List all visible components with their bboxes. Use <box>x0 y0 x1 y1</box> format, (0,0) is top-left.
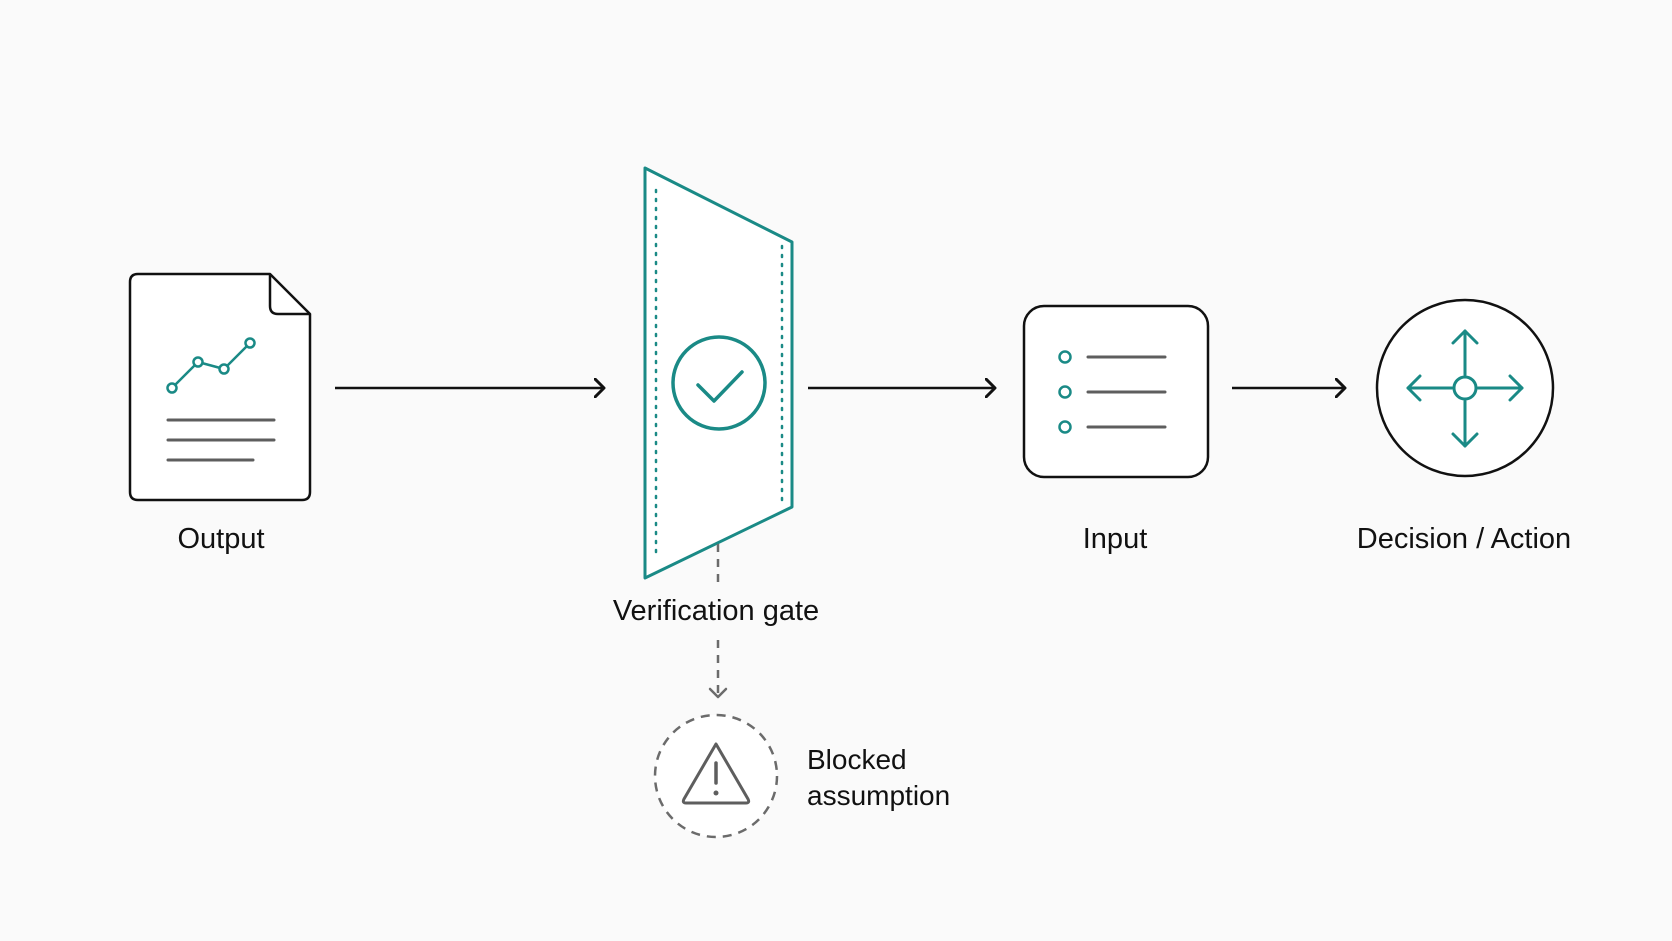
checkmark-circle-icon <box>671 335 767 431</box>
output-label: Output <box>177 523 264 555</box>
warning-triangle-icon <box>653 713 779 839</box>
four-way-arrows-icon <box>1375 298 1555 478</box>
output-node: Output <box>128 272 312 555</box>
document-chart-icon <box>128 272 312 502</box>
verification-gate-node: Verification gate <box>613 166 819 627</box>
gate-label: Verification gate <box>613 595 819 627</box>
input-node: Input <box>1022 304 1210 555</box>
blocked-label-line1: Blocked <box>807 744 907 775</box>
bullet-list-icon <box>1022 304 1210 479</box>
decision-node: Decision / Action <box>1357 298 1571 555</box>
blocked-assumption-node: Blocked assumption <box>653 713 950 839</box>
input-label: Input <box>1083 523 1148 555</box>
blocked-label-line2: assumption <box>807 780 950 811</box>
decision-label: Decision / Action <box>1357 523 1571 555</box>
